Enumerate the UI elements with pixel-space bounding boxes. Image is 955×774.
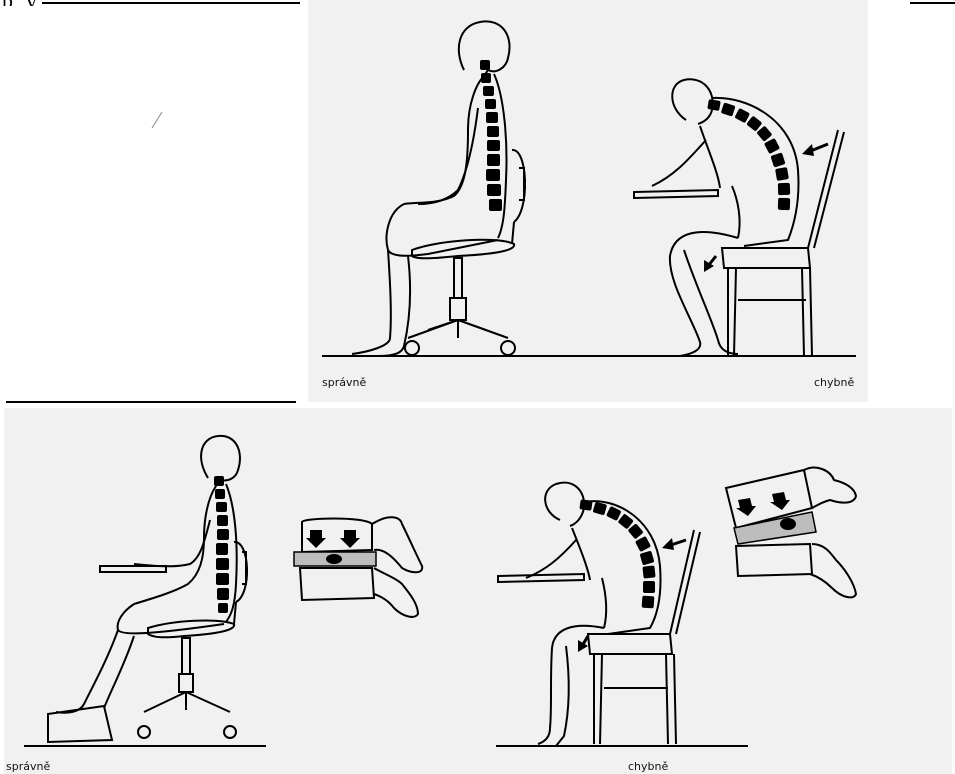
header-rule-right (910, 2, 955, 4)
top-panel: správně chybně (308, 0, 868, 402)
bottom-panel: správně chybně (4, 408, 952, 774)
small-desk (634, 190, 718, 198)
header-text-fragment: p y (0, 0, 42, 6)
bottom-incorrect-label: chybně (628, 760, 668, 773)
bottom-correct-label: správně (6, 760, 50, 773)
top-incorrect-label: chybně (814, 376, 854, 389)
desk-right (498, 574, 584, 582)
stray-mark (150, 110, 164, 130)
desk-left (100, 566, 166, 572)
header-rule-left (42, 2, 300, 4)
top-correct-label: správně (322, 376, 366, 389)
separator-rule (6, 401, 296, 403)
